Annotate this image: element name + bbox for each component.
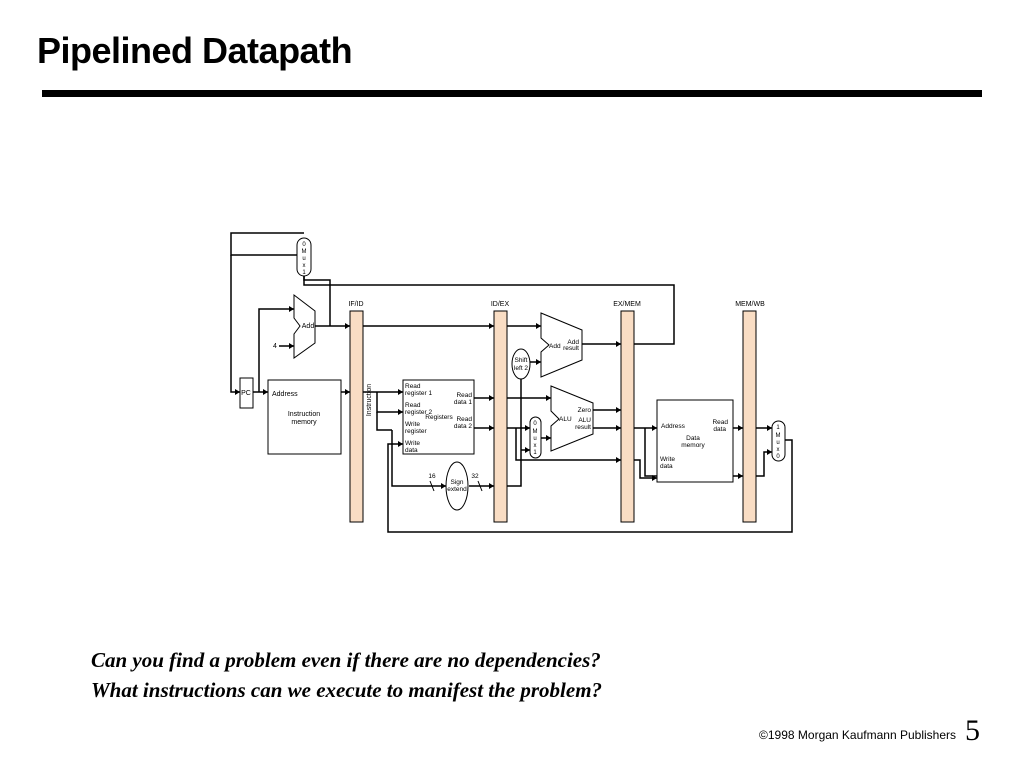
mux-pc-label-u: u xyxy=(302,256,305,262)
register-file xyxy=(402,379,475,455)
data-memory xyxy=(656,399,734,483)
mux-pc-label-x: x xyxy=(303,263,306,269)
sign-extend-in-width: 16 xyxy=(428,473,436,480)
question-line-1: Can you find a problem even if there are… xyxy=(91,648,601,672)
instruction-memory xyxy=(267,379,342,455)
pc-register xyxy=(239,377,254,409)
reg-read-register1-l1: Read xyxy=(405,383,421,390)
wire-inst-to-rr2 xyxy=(376,392,403,413)
shift-left-label-l2: left 2 xyxy=(514,365,528,372)
imem-name-line2: memory xyxy=(291,419,317,426)
pipeline-register-id-ex xyxy=(493,310,508,523)
dmem-name-l1: Data xyxy=(686,435,700,442)
mux-write-back xyxy=(771,420,786,462)
reg-read-data1-l2: data 1 xyxy=(454,399,472,406)
mux-pc-label-1: 1 xyxy=(302,270,306,276)
pipeline-register-ex-mem xyxy=(620,310,635,523)
branch-adder xyxy=(540,312,583,378)
mux-alu-label-1: 1 xyxy=(533,450,537,456)
title-divider xyxy=(42,90,982,97)
dmem-name-l2: memory xyxy=(681,442,705,449)
wire-inst-to-signext xyxy=(391,430,446,487)
slide-title: Pipelined Datapath xyxy=(37,30,353,71)
reg-write-register-l2: register xyxy=(405,428,428,435)
mux-pc-label-m: M xyxy=(302,249,307,255)
imem-name-line1: Instruction xyxy=(288,411,320,418)
pipeline-register-label-ex-mem: EX/MEM xyxy=(613,301,641,308)
copyright-notice: ©1998 Morgan Kaufmann Publishers xyxy=(759,728,956,742)
pc-label: PC xyxy=(241,390,251,397)
mux-wb-label-0: 0 xyxy=(776,454,780,460)
constant-four: 4 xyxy=(273,343,277,350)
page-number: 5 xyxy=(965,714,980,747)
registers-name: Registers xyxy=(425,414,453,421)
mux-wb-label-u: u xyxy=(776,440,779,446)
branch-adder-result-l1: Add xyxy=(567,339,579,346)
reg-read-data2-l2: data 2 xyxy=(454,423,472,430)
reg-write-data-l1: Write xyxy=(405,440,420,447)
mux-alu-src xyxy=(529,416,542,459)
wire-mux-to-pc xyxy=(230,255,240,393)
pc-adder-label: Add xyxy=(302,323,315,330)
question-line-2: What instructions can we execute to mani… xyxy=(91,678,603,702)
instruction-label: Instruction xyxy=(366,384,373,416)
dmem-read-l2: data xyxy=(713,426,726,433)
mux-pc-label-0: 0 xyxy=(302,242,306,248)
sign-extend-label-l2: extend xyxy=(447,486,467,493)
wire-imm-to-shift xyxy=(507,375,522,487)
dmem-read-l1: Read xyxy=(712,419,728,426)
dmem-address-label: Address xyxy=(661,423,686,430)
mux-alu-label-x: x xyxy=(534,443,537,449)
bus-slash-32 xyxy=(477,480,483,492)
pipeline-register-label-id-ex: ID/EX xyxy=(491,301,510,308)
branch-adder-label: Add xyxy=(549,343,561,350)
dmem-write-l1: Write xyxy=(660,456,675,463)
dmem-write-l2: data xyxy=(660,463,673,470)
wire-inst-to-wr xyxy=(376,412,392,431)
wire-wb-back xyxy=(387,439,793,533)
wire-pc-mux-loop xyxy=(230,232,304,256)
pipeline-register-mem-wb xyxy=(742,310,757,523)
branch-adder-result-l2: result xyxy=(563,345,579,352)
alu-zero-label: Zero xyxy=(578,407,592,414)
reg-read-data2-l1: Read xyxy=(456,416,472,423)
mux-alu-label-u: u xyxy=(533,436,536,442)
alu-label: ALU xyxy=(559,416,572,423)
pipeline-register-label-if-id: IF/ID xyxy=(348,301,363,308)
wire-rd2-to-exmem xyxy=(515,428,621,461)
reg-read-register2-l2: register 2 xyxy=(405,409,432,416)
wire-exmem-to-dm-wd xyxy=(634,459,657,479)
reg-write-register-l1: Write xyxy=(405,421,420,428)
wire-memwb-bypass-to-mux xyxy=(756,451,772,477)
alu xyxy=(550,385,594,452)
alu-result-l2: result xyxy=(575,424,591,431)
bus-slash-16 xyxy=(429,480,435,492)
mux-alu-label-0: 0 xyxy=(533,421,537,427)
wire-exmem-branch-back xyxy=(303,275,675,345)
mux-wb-label-x: x xyxy=(777,447,780,453)
sign-extend-label-l1: Sign xyxy=(450,479,463,486)
reg-read-register1-l2: register 1 xyxy=(405,390,432,397)
alu-result-l1: ALU xyxy=(578,417,591,424)
sign-extend-out-width: 32 xyxy=(471,473,479,480)
sign-extend-unit xyxy=(445,461,469,511)
pc-adder xyxy=(293,293,316,359)
shift-left-2-unit xyxy=(511,348,531,380)
imem-address-label: Address xyxy=(272,391,298,398)
mux-alu-label-m: M xyxy=(533,429,538,435)
mux-pc-source xyxy=(296,237,312,277)
mux-wb-label-1: 1 xyxy=(776,425,780,431)
reg-read-data1-l1: Read xyxy=(456,392,472,399)
wire-pc-to-add xyxy=(258,308,294,392)
pipeline-register-if-id xyxy=(349,310,364,523)
mux-wb-label-m: M xyxy=(776,433,781,439)
reg-write-data-l2: data xyxy=(405,447,418,454)
shift-left-label-l1: Shift xyxy=(514,357,527,364)
pipeline-register-label-mem-wb: MEM/WB xyxy=(735,301,765,308)
reg-read-register2-l1: Read xyxy=(405,402,421,409)
